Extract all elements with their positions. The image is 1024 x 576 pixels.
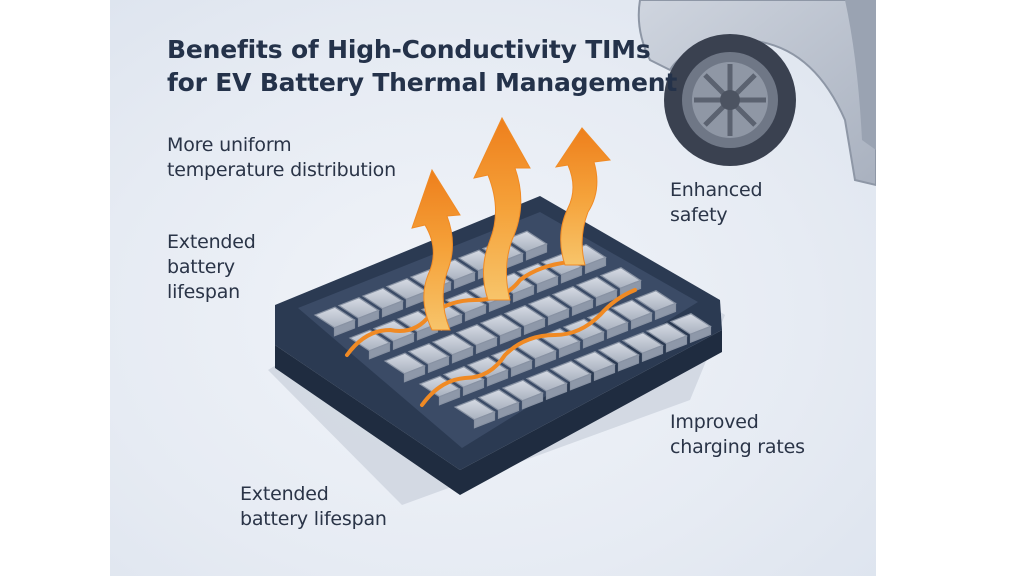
battery-cell-side bbox=[525, 243, 548, 261]
battery-cell-side bbox=[392, 332, 415, 351]
battery-cell-side bbox=[333, 319, 356, 337]
page-title: Benefits of High-Conductivity TIMs for E… bbox=[167, 33, 677, 99]
battery-cell-side bbox=[558, 340, 581, 359]
label-uniform-temperature: More uniform temperature distribution bbox=[167, 134, 396, 181]
title-line-2: for EV Battery Thermal Management bbox=[167, 68, 678, 97]
battery-cell-side bbox=[381, 300, 404, 318]
car-illustration bbox=[637, 0, 876, 187]
illustration bbox=[268, 0, 876, 505]
battery-cell-side bbox=[462, 378, 485, 397]
battery-cell-side bbox=[641, 344, 664, 363]
battery-cell-side bbox=[536, 275, 559, 294]
battery-cell-side bbox=[523, 317, 546, 336]
battery-cell-side bbox=[654, 302, 677, 321]
battery-cell-side bbox=[427, 355, 450, 374]
battery-cell-side bbox=[560, 266, 583, 284]
battery-cell-side bbox=[582, 331, 605, 349]
battery-cell-side bbox=[510, 359, 533, 378]
label-enhanced-safety: Enhanced safety bbox=[670, 179, 763, 226]
heat-arrows bbox=[411, 116, 611, 331]
battery-cell-side bbox=[547, 308, 570, 326]
battery-cell-side bbox=[521, 392, 544, 410]
battery-cell-side bbox=[584, 256, 607, 275]
label-improved-charging: Improved charging rates bbox=[670, 411, 805, 458]
battery-cell-side bbox=[534, 350, 557, 368]
battery-cell-side bbox=[499, 327, 522, 345]
battery-cell-side bbox=[665, 335, 688, 353]
battery-cell-side bbox=[486, 369, 509, 387]
battery-cell-side bbox=[512, 285, 535, 303]
battery-cell-side bbox=[606, 321, 629, 340]
battery-cell-side bbox=[368, 342, 391, 360]
heat-arrow-icon bbox=[411, 168, 461, 331]
battery-cell-side bbox=[497, 401, 520, 420]
heat-arrow-icon bbox=[554, 127, 611, 266]
battery-cell-side bbox=[473, 411, 496, 429]
battery-cell-side bbox=[475, 336, 498, 355]
title-line-1: Benefits of High-Conductivity TIMs bbox=[167, 35, 651, 64]
infographic-panel: Benefits of High-Conductivity TIMs for E… bbox=[110, 0, 876, 576]
battery-cell-side bbox=[403, 365, 426, 383]
battery-cell-side bbox=[569, 373, 592, 391]
battery-cell-side bbox=[453, 271, 476, 290]
heat-arrow-icon bbox=[473, 116, 531, 301]
battery-cell-side bbox=[617, 354, 640, 372]
battery-cell-side bbox=[438, 388, 461, 406]
battery-pack-illustration bbox=[268, 196, 725, 505]
label-extended-lifespan-left: Extended battery lifespan bbox=[167, 231, 256, 303]
label-extended-lifespan-bottom: Extended battery lifespan bbox=[240, 483, 387, 530]
battery-cell-side bbox=[571, 298, 594, 317]
battery-cell-side bbox=[464, 304, 487, 322]
battery-cell-side bbox=[545, 382, 568, 401]
battery-cell-side bbox=[593, 363, 616, 382]
battery-cell-side bbox=[357, 309, 380, 328]
tim-lines bbox=[345, 260, 637, 407]
battery-cell-side bbox=[689, 325, 712, 344]
battery-cell-side bbox=[451, 346, 474, 364]
battery-cell-side bbox=[630, 312, 653, 330]
